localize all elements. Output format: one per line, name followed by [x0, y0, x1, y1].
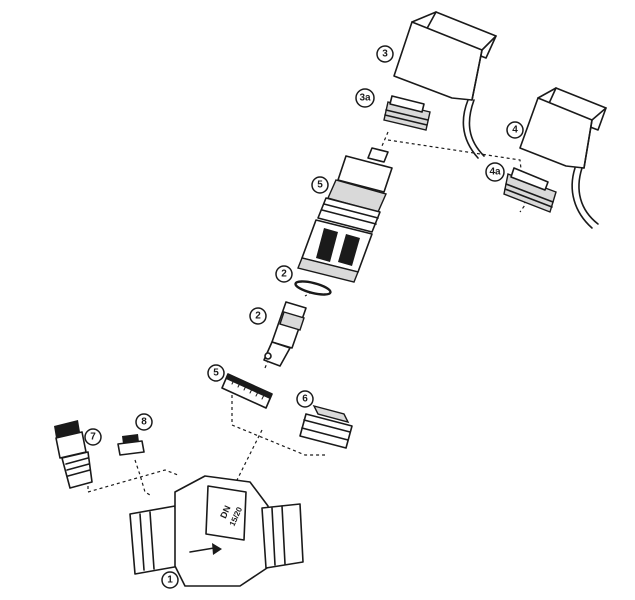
test-nipple-7 — [54, 420, 93, 489]
callout-4: 4 — [506, 121, 524, 139]
callout-5-scale-label: 5 — [213, 368, 219, 379]
actuator-4 — [519, 87, 607, 229]
callout-2-o-ring: 2 — [275, 265, 293, 283]
callout-4a: 4a — [485, 162, 505, 182]
callout-2-spindle: 2 — [249, 307, 267, 325]
guide-line-8 — [134, 459, 151, 496]
callout-7-label: 7 — [90, 432, 96, 443]
guide-line-scale-to-6 — [231, 395, 325, 456]
actuator-3 — [393, 11, 497, 159]
adapter-3a — [383, 95, 431, 131]
callout-3a-label: 3a — [359, 93, 371, 104]
presetting-scale-5 — [221, 373, 273, 409]
o-ring-2 — [294, 280, 332, 296]
callout-6: 6 — [296, 390, 314, 408]
valve-body-1 — [129, 475, 304, 587]
callout-5-scale: 5 — [207, 364, 225, 382]
callout-8: 8 — [135, 413, 153, 431]
callout-8-label: 8 — [141, 417, 147, 428]
spindle-2 — [263, 301, 307, 367]
assembly-guide-lines — [87, 131, 526, 496]
cap-6 — [299, 404, 353, 449]
guide-line-3a-to-5 — [381, 131, 389, 147]
adapter-4a — [503, 167, 557, 213]
callout-3: 3 — [376, 45, 394, 63]
callout-4-label: 4 — [512, 125, 518, 136]
callout-3a: 3a — [355, 88, 375, 108]
callout-3-label: 3 — [382, 49, 388, 60]
callout-6-label: 6 — [302, 394, 308, 405]
guide-line-7 — [87, 469, 179, 493]
callout-1: 1 — [161, 571, 179, 589]
plug-8 — [117, 434, 145, 456]
dn-label: DN — [218, 504, 232, 520]
callout-2-o-ring-label: 2 — [281, 269, 287, 280]
callout-5-insert: 5 — [311, 176, 329, 194]
callout-5-insert-label: 5 — [317, 180, 323, 191]
callout-4a-label: 4a — [489, 167, 501, 178]
callout-7: 7 — [84, 428, 102, 446]
callout-2-spindle-label: 2 — [255, 311, 261, 322]
valve-insert-5 — [297, 147, 393, 283]
guide-line-4a — [387, 139, 526, 213]
callout-1-label: 1 — [167, 575, 173, 586]
